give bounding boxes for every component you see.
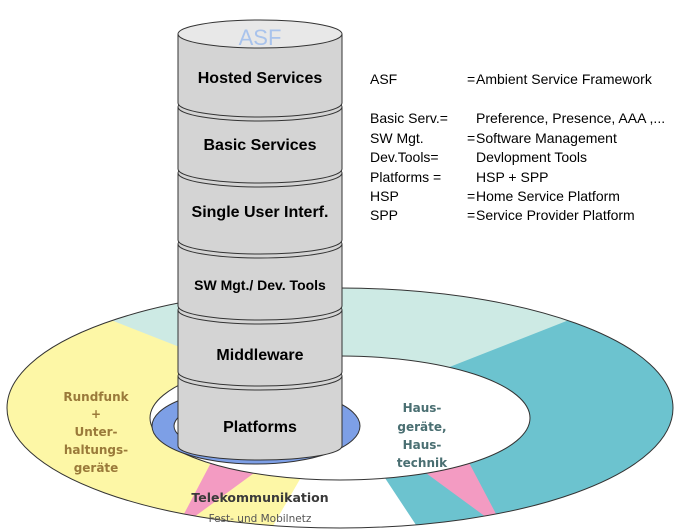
stack-layer-body bbox=[177, 309, 343, 387]
ring-left-line-2: + bbox=[91, 407, 101, 421]
ring-left-line-4: haltungs- bbox=[64, 443, 128, 457]
ring-left-line-3: Unter- bbox=[74, 425, 117, 439]
stack-layer-label: Middleware bbox=[216, 347, 303, 364]
stack-title: ASF bbox=[239, 25, 282, 50]
legend-abbr: ASF bbox=[370, 71, 398, 87]
stack-layer-label: Hosted Services bbox=[198, 70, 323, 87]
stack-layer-top bbox=[177, 19, 343, 49]
legend-abbr: Basic Serv.= bbox=[370, 110, 448, 127]
stack-layer-label: Basic Services bbox=[204, 137, 317, 154]
ring-right-line-3: Haus- bbox=[403, 438, 442, 452]
stack-layer-body bbox=[177, 243, 343, 321]
legend-definition: Home Service Platform bbox=[476, 187, 620, 204]
ring-right-line-2: geräte, bbox=[397, 420, 446, 434]
legend-definition: Ambient Service Framework bbox=[476, 71, 652, 87]
ring-bottom-subtitle: Fest- und Mobilnetz bbox=[209, 513, 312, 525]
legend-definition: Devlopment Tools bbox=[476, 149, 588, 166]
legend-abbr: HSP bbox=[370, 187, 399, 204]
base-ring bbox=[6, 287, 674, 529]
legend-equals: = bbox=[467, 207, 476, 224]
ring-left-line-1: Rundfunk bbox=[63, 390, 129, 404]
legend-abbr: Dev.Tools= bbox=[370, 149, 439, 166]
ring-outline bbox=[6, 287, 674, 529]
ring-bottom-title: Telekommunikation bbox=[191, 490, 328, 505]
legend-definition: Preference, Presence, AAA ,... bbox=[476, 110, 666, 127]
stack-layer-label: Single User Interf. bbox=[192, 204, 329, 221]
legend-definition: Software Management bbox=[476, 129, 617, 146]
ring-right-line-1: Haus- bbox=[403, 401, 442, 415]
legend-abbr: SW Mgt. bbox=[370, 129, 424, 146]
stack-layer-body bbox=[177, 33, 343, 118]
stack-layer-body bbox=[177, 106, 343, 184]
stack-layer-label: Platforms bbox=[223, 419, 297, 436]
ring-left-line-5: geräte bbox=[74, 461, 119, 475]
ring-right-line-4: technik bbox=[397, 456, 448, 470]
legend-equals: = bbox=[467, 187, 476, 204]
stack-layer-label: SW Mgt./ Dev. Tools bbox=[194, 277, 326, 293]
stack-layer-body bbox=[177, 375, 343, 461]
legend-definition: Service Provider Platform bbox=[476, 207, 635, 224]
legend-equals: = bbox=[467, 129, 476, 146]
legend-equals: = bbox=[467, 71, 476, 87]
legend-definition: HSP + SPP bbox=[476, 168, 549, 185]
legend-abbr: SPP bbox=[370, 207, 399, 224]
stack-layer-body bbox=[177, 172, 343, 255]
legend-abbr: Platforms = bbox=[370, 168, 442, 185]
ring-labels: Rundfunk + Unter- haltungs- geräte Haus-… bbox=[63, 390, 448, 525]
